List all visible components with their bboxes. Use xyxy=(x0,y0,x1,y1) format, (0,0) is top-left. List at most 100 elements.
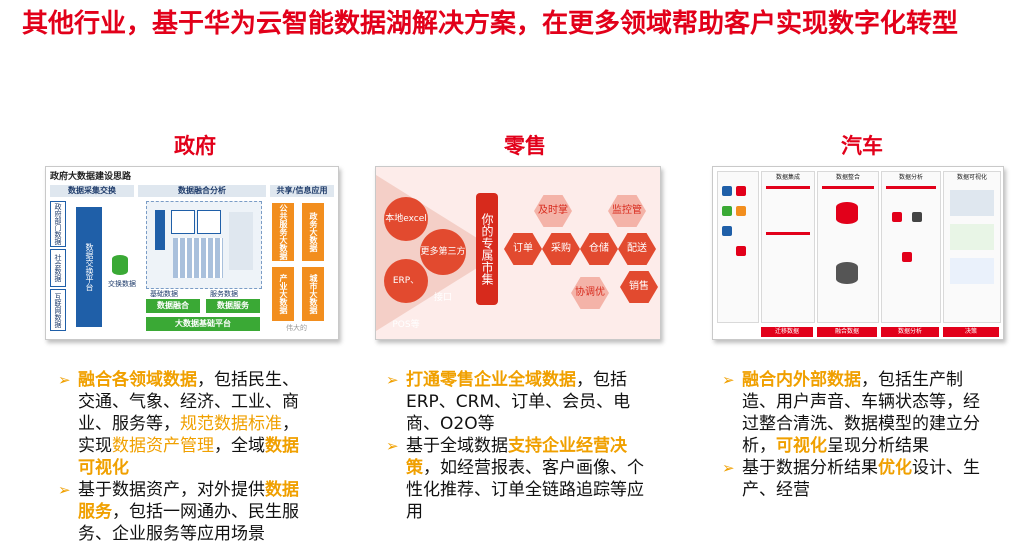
heading-retail: 零售 xyxy=(504,134,546,158)
arrow-bullet-icon: ➢ xyxy=(722,371,735,389)
highlight-text: 规范数据标准 xyxy=(180,414,282,434)
body-text: 基于数据资产，对外提供 xyxy=(78,480,265,500)
body-text: 基于数据分析结果 xyxy=(742,458,878,478)
database-icon xyxy=(112,255,128,275)
heading-automotive: 汽车 xyxy=(841,134,883,158)
government-diagram: 政府大数据建设思路 数据采集交换 数据融合分析 共享/信息应用 政府部门数据 社… xyxy=(45,166,339,340)
gov-public-service: 公共服务大数据 xyxy=(272,203,294,261)
gov-exchange-platform: 数据交换平台 xyxy=(76,207,102,327)
retail-marketplace: 你的专属市集 xyxy=(476,193,498,305)
car-foot: 迁移数据 xyxy=(761,327,813,337)
highlight-text: 优化 xyxy=(878,458,912,478)
highlight-text: 数据服务 xyxy=(78,480,299,522)
highlight-text: 数据可视化 xyxy=(78,436,299,478)
bullet-item: ➢ 打通零售企业全域数据，包括ERP、CRM、订单、会员、电商、O2O等 xyxy=(386,369,646,435)
car-col-sources xyxy=(717,171,759,323)
retail-source-excel: 本地excel xyxy=(384,197,428,241)
gov-service-data-label: 服务数据 xyxy=(210,290,238,298)
automotive-bullets: ➢融合内外部数据，包括生产制造、用户声音、车辆状态等，经过整合清洗、数据模型的建… xyxy=(722,369,980,501)
analysis-icon xyxy=(912,212,922,222)
app-icon xyxy=(736,246,746,256)
gov-exchange-db-label: 交换数据 xyxy=(108,280,136,288)
highlight-text: 数据资产管理 xyxy=(112,436,214,456)
gov-basic-data-label: 基础数据 xyxy=(150,290,178,298)
app-icon xyxy=(722,226,732,236)
car-red-bar xyxy=(886,186,936,189)
gov-city: 城市大数据 xyxy=(302,267,324,321)
gov-analysis-area xyxy=(146,201,262,289)
body-text: 基于全域数据 xyxy=(406,436,508,456)
gov-source-dept: 政府部门数据 xyxy=(50,201,66,247)
gov-bigdata-platform: 大数据基础平台 xyxy=(146,317,260,331)
retail-diagram: 本地excel ERP、POS等 更多第三方接口 你的专属市集 及时掌握 监控管… xyxy=(375,166,661,340)
gov-bar-collect: 数据采集交换 xyxy=(50,185,134,197)
gov-source-internet: 互联网数据 xyxy=(50,289,66,331)
gov-block-icon xyxy=(155,210,165,250)
highlight-text: 支持企业经营决策 xyxy=(406,436,627,478)
body-text: ，如经营报表、客户画像、个性化推荐、订单全链路追踪等应用 xyxy=(406,458,644,522)
body-text: ，包括ERP、CRM、订单、会员、电商、O2O等 xyxy=(406,370,631,434)
car-foot: 决策 xyxy=(943,327,999,337)
arrow-bullet-icon: ➢ xyxy=(386,437,399,455)
bullet-item: ➢融合内外部数据，包括生产制造、用户声音、车辆状态等，经过整合清洗、数据模型的建… xyxy=(722,369,980,457)
highlight-text: 打通零售企业全域数据 xyxy=(406,370,576,390)
car-col-visualization: 数据可视化 xyxy=(943,171,1001,323)
body-text: 呈现分析结果 xyxy=(827,436,929,456)
arrow-bullet-icon: ➢ xyxy=(58,371,71,389)
car-col-title: 数据集成 xyxy=(775,174,800,181)
automotive-diagram: 数据集成 数据整合 数据分析 数据可视化 迁移数据 融合数据 数据分析 决策 xyxy=(712,166,1004,340)
chart-thumbnail xyxy=(950,258,994,284)
highlight-text: 融合各领域数据 xyxy=(78,370,197,390)
chart-thumbnail xyxy=(950,224,994,250)
arrow-bullet-icon: ➢ xyxy=(386,371,399,389)
car-col-title: 数据分析 xyxy=(898,174,923,181)
analysis-icon xyxy=(892,212,902,222)
gov-bar-apply: 共享/信息应用 xyxy=(270,185,334,197)
gov-bar-fuse: 数据融合分析 xyxy=(138,185,266,197)
app-icon xyxy=(722,186,732,196)
bullet-item: ➢ 基于数据分析结果优化设计、生产、经营 xyxy=(722,457,980,501)
car-foot: 融合数据 xyxy=(817,327,877,337)
gov-grid-icon xyxy=(171,210,195,234)
bullet-item: ➢ 基于数据资产，对外提供数据服务，包括一网通办、民生服务、企业服务等应用场景 xyxy=(58,479,308,545)
car-col-analysis: 数据分析 xyxy=(881,171,941,323)
retail-bullets: ➢ 打通零售企业全域数据，包括ERP、CRM、订单、会员、电商、O2O等 ➢ 基于全域… xyxy=(386,369,646,523)
gov-grid-icon xyxy=(197,210,221,234)
bullet-item: ➢ 融合各领域数据，包括民生、交通、气象、经济、工业、商业、服务等，规范数据标准，… xyxy=(58,369,308,479)
chart-thumbnail xyxy=(950,190,994,216)
car-red-bar xyxy=(822,186,874,189)
app-icon xyxy=(736,206,746,216)
gov-governance: 政务大数据 xyxy=(302,203,324,261)
body-text: ，包括民生、交通、气象、经济、工业、商业、服务等， xyxy=(78,370,299,434)
arrow-bullet-icon: ➢ xyxy=(58,481,71,499)
body-text: ，包括一网通办、民生服务、企业服务等应用场景 xyxy=(78,502,299,544)
gov-server-icon xyxy=(173,238,223,278)
car-col-consolidation: 数据整合 xyxy=(817,171,879,323)
government-bullets: ➢融合各领域数据，包括民生、交通、气象、经济、工业、商业、服务等，规范数据标准，… xyxy=(58,369,308,545)
heading-government: 政府 xyxy=(174,134,216,158)
car-col-title: 数据整合 xyxy=(835,174,860,181)
database-icon xyxy=(836,202,858,224)
car-red-bar xyxy=(766,186,810,189)
gov-industry: 产业大数据 xyxy=(272,267,294,321)
database-icon xyxy=(836,262,858,284)
body-text: ，全域 xyxy=(214,436,265,456)
app-icon xyxy=(722,206,732,216)
gov-diagram-title: 政府大数据建设思路 xyxy=(50,172,132,182)
car-col-integration: 数据集成 xyxy=(761,171,815,323)
body-text: ，实现 xyxy=(78,414,299,456)
body-text: ，包括生产制造、用户声音、车辆状态等，经过整合清洗、数据模型的建立分析， xyxy=(742,370,980,456)
watermark-text: 伟大的 xyxy=(286,324,307,332)
analysis-icon xyxy=(902,252,912,262)
car-foot: 数据分析 xyxy=(881,327,939,337)
retail-source-erp: ERP、POS等 xyxy=(384,259,428,330)
car-red-bar xyxy=(766,232,810,235)
slide-title: 其他行业，基于华为云智能数据湖解决方案，在更多领域帮助客户实现数字化转型 xyxy=(22,9,959,39)
retail-source-api: 更多第三方接口 xyxy=(420,229,466,303)
gov-stack-icon xyxy=(229,212,253,270)
arrow-bullet-icon: ➢ xyxy=(722,459,735,477)
gov-data-fusion: 数据融合 xyxy=(146,299,200,313)
body-text: 设计、生产、经营 xyxy=(742,458,980,500)
app-icon xyxy=(736,186,746,196)
car-col-title: 数据可视化 xyxy=(956,174,987,181)
